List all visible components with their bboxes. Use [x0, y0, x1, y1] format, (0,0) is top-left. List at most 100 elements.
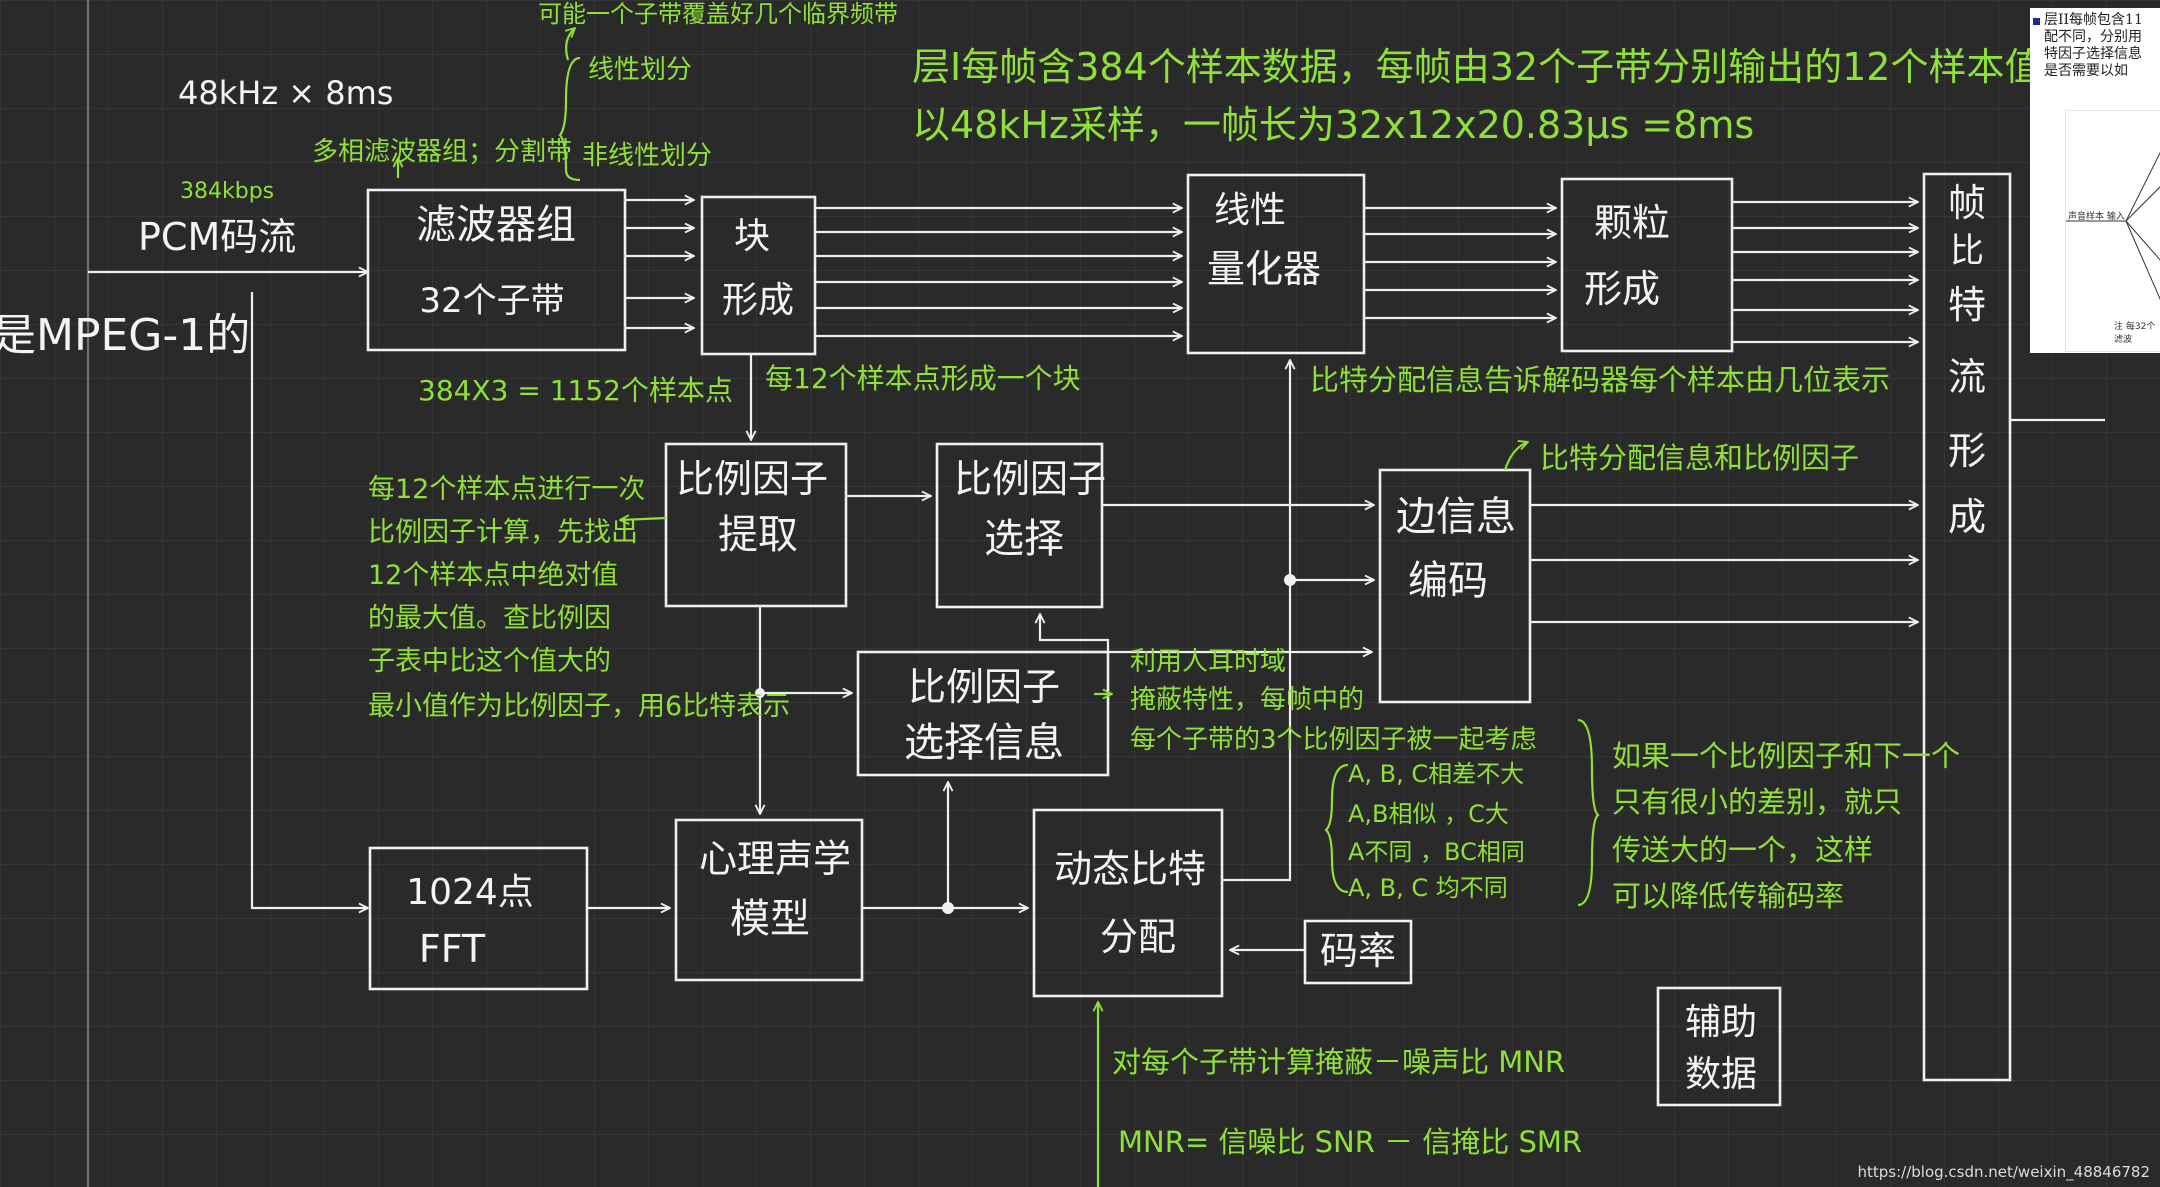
reference-figure: 声音样本 输入 注 每32个 滤波 [2065, 110, 2160, 352]
quantizer-to-granule-arrows [1364, 208, 1556, 318]
dyn-bit-alloc-block: 动态比特 分配 [1032, 808, 1224, 998]
sf-extract-title: 比例因子 [676, 457, 828, 501]
block-form-subtitle: 形成 [722, 280, 794, 321]
per-block-note: 每12个样本点形成一个块 [765, 362, 1081, 395]
side-info-subtitle: 编码 [1408, 558, 1488, 604]
masking-line: 利用人耳时域 [1130, 647, 1286, 677]
sf-extract-subtitle: 提取 [718, 512, 798, 558]
side-info-block: 边信息 编码 [1378, 468, 1532, 704]
mnr-formula: MNR= 信噪比 SNR － 信掩比 SMR [1118, 1125, 1582, 1159]
case-item: A,B相似 ，C大 [1348, 800, 1509, 828]
pcm-input-label: PCM码流 [138, 215, 296, 259]
frame-stream-char-3: 特 [1948, 283, 1986, 327]
partition-brace [558, 56, 581, 182]
linear-quantizer-block: 线性 量化器 [1186, 173, 1366, 355]
aux-data-subtitle: 数据 [1685, 1054, 1757, 1095]
masking-line: 每个子带的3个比例因子被一起考虑 [1130, 725, 1537, 755]
sf-select-title: 比例因子 [954, 457, 1106, 501]
sf-select-block: 比例因子 选择 [935, 442, 1106, 609]
dyn-bit-alloc-title: 动态比特 [1054, 847, 1206, 891]
watermark: https://blog.csdn.net/weixin_48846782 [1857, 1163, 2150, 1181]
partition-note: 可能一个子带覆盖好几个临界频带 [538, 0, 898, 28]
aux-data-block: 辅助 数据 [1656, 986, 1782, 1107]
dyn-bit-alloc-subtitle: 分配 [1100, 915, 1176, 959]
sf-extract-block: 比例因子 提取 [664, 442, 848, 608]
samples-count-note: 384X3 = 1152个样本点 [418, 374, 733, 407]
sample-rate-note: 48kHz × 8ms [178, 74, 393, 112]
bitrate-block-label: 码率 [1320, 929, 1396, 973]
linear-partition-label: 线性划分 [588, 55, 692, 85]
fft-subtitle: FFT [419, 927, 486, 971]
psycho-model-block: 心理声学 模型 [674, 818, 864, 982]
granule-form-title: 颗粒 [1594, 201, 1670, 245]
pcm-to-fft-arrow [250, 292, 368, 908]
reference-text: 层II每帧包含11 配不同，分别用 特因子选择信息 是否需要以如 [2044, 12, 2160, 80]
bit-alloc-arrow [1503, 442, 1528, 471]
sf-calc-line: 每12个样本点进行一次 [368, 474, 645, 505]
similar-line: 可以降低传输码率 [1612, 879, 1844, 913]
side-info-to-frame-arrows [1530, 505, 1918, 622]
granule-to-frame-arrows [1732, 202, 1918, 342]
layer-note-line1: 层I每帧含384个样本数据，每帧由32个子带分别输出的12个样本值组成 [912, 45, 2118, 89]
bit-alloc-tells-note: 比特分配信息告诉解码器每个样本由几位表示 [1310, 363, 1890, 397]
sf-calc-line: 12个样本点中绝对值 [368, 560, 618, 591]
sf-select-info-block: 比例因子 选择信息 [856, 650, 1110, 777]
frame-stream-char-5: 形 [1948, 429, 1986, 473]
linear-quantizer-title: 线性 [1214, 190, 1286, 231]
aux-data-title: 辅助 [1685, 1002, 1757, 1043]
masking-line: 掩蔽特性，每帧中的 [1130, 685, 1364, 715]
similar-note: 如果一个比例因子和下一个 只有很小的差别，就只 传送大的一个，这样 可以降低传输… [1612, 739, 1960, 913]
granule-form-block: 颗粒 形成 [1560, 177, 1734, 353]
cases-list: A, B, C相差不大 A,B相似 ，C大 A不同 ，BC相同 A, B, C … [1348, 760, 1525, 902]
frame-stream-char-6: 成 [1948, 495, 1986, 539]
case-item: A, B, C 均不同 [1348, 874, 1508, 902]
frame-stream-block: 帧 比 特 流 形 成 [1922, 172, 2012, 1082]
frame-stream-char-1: 帧 [1948, 181, 1986, 225]
filter-bank-block: 滤波器组 32个子带 [366, 188, 627, 352]
filter-bank-subtitle: 32个子带 [419, 281, 564, 321]
frame-stream-char-4: 流 [1948, 355, 1986, 399]
bullet-icon [2033, 18, 2040, 25]
similar-line: 传送大的一个，这样 [1612, 833, 1873, 867]
reference-figure-lines [2066, 151, 2160, 300]
nonlinear-partition-label: 非线性划分 [582, 141, 712, 171]
sf-calc-line: 比例因子计算，先找出 [368, 517, 638, 548]
similar-line: 只有很小的差别，就只 [1612, 785, 1902, 819]
similar-line: 如果一个比例因子和下一个 [1612, 739, 1960, 773]
sf-select-subtitle: 选择 [984, 516, 1064, 562]
reference-line: 层II每帧包含11 [2044, 12, 2143, 28]
sf-calc-arrow [620, 518, 667, 520]
partition-arrow [566, 28, 575, 61]
layer-note-line2: 以48kHz采样，一帧长为32x12x20.83μs =8ms [912, 103, 1754, 147]
granule-form-subtitle: 形成 [1584, 267, 1660, 311]
cases-brace [1324, 763, 1349, 894]
fft-title: 1024点 [406, 872, 534, 913]
masking-note: 利用人耳时域 掩蔽特性，每帧中的 每个子带的3个比例因子被一起考虑 [1130, 647, 1537, 755]
linear-quantizer-subtitle: 量化器 [1207, 247, 1321, 291]
reference-line: 是否需要以如 [2044, 63, 2128, 79]
filter-bank-title: 滤波器组 [416, 202, 576, 248]
side-info-title: 边信息 [1396, 494, 1516, 540]
sf-calc-line: 的最大值。查比例因 [368, 603, 611, 634]
polyphase-note: 多相滤波器组；分割带 [312, 137, 572, 167]
bit-alloc-sf-note: 比特分配信息和比例因子 [1540, 441, 1859, 475]
case-item: A, B, C相差不大 [1348, 760, 1524, 788]
block-form-title: 块 [734, 216, 770, 257]
sf-calc-line: 子表中比这个值大的 [368, 646, 611, 677]
case-item: A不同 ，BC相同 [1348, 838, 1525, 866]
frame-stream-char-2: 比 [1950, 231, 1984, 271]
psycho-model-subtitle: 模型 [730, 896, 810, 942]
dynbit-to-quantizer-arrow [1222, 360, 1290, 882]
psycho-model-title: 心理声学 [699, 837, 851, 881]
similar-brace [1577, 718, 1600, 907]
reference-note-label: 注 每32个 滤波 [2114, 322, 2156, 345]
left-margin-fragment: 是MPEG-1的 [0, 310, 250, 361]
bitrate-block: 码率 [1303, 919, 1413, 985]
reference-line: 特因子选择信息 [2044, 46, 2142, 62]
reference-input-label: 声音样本 输入 [2068, 212, 2125, 222]
fft-block: 1024点 FFT [368, 846, 589, 991]
block-form-block: 块 形成 [700, 195, 817, 356]
selinfo-to-select-arrow [1040, 614, 1110, 652]
reference-line: 配不同，分别用 [2044, 29, 2142, 45]
